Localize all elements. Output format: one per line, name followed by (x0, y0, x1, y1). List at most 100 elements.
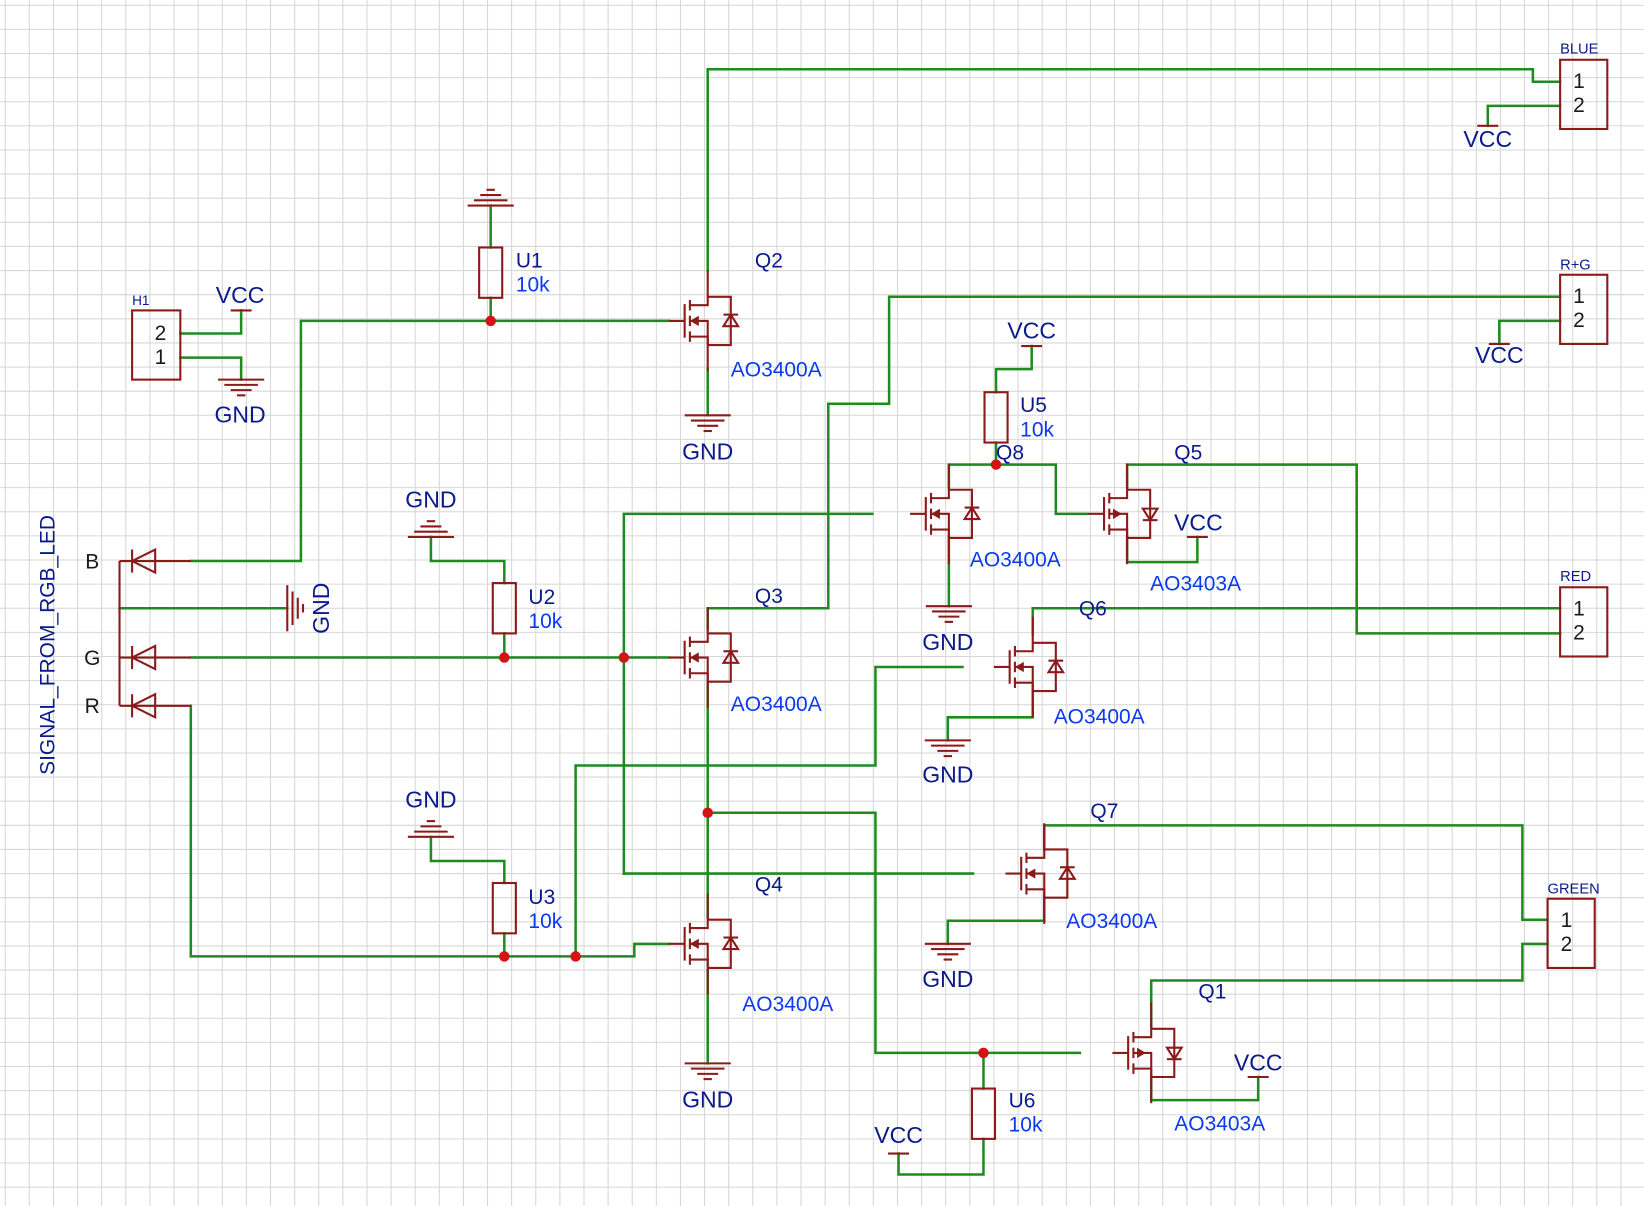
resistor-u2-value: 10k (528, 610, 562, 633)
wire-q2-blue (706, 67, 1562, 272)
arrow-icon (1137, 1047, 1146, 1058)
gnd-symbol: GND (405, 786, 457, 838)
wire-h1-vcc (179, 309, 243, 335)
mosfet-lead (1151, 1027, 1176, 1079)
junctions (485, 315, 1002, 1059)
resistor-u1: U1 10k (478, 246, 550, 299)
q2-ref: Q2 (755, 249, 783, 272)
gnd-symbol (467, 188, 514, 207)
diode-icon (1058, 865, 1077, 880)
diode-icon (1165, 1046, 1184, 1062)
q8-part: AO3400A (970, 548, 1061, 571)
gnd-symbol: GND (405, 487, 457, 538)
gnd-label: GND (308, 583, 334, 634)
mosfet-lead (707, 632, 732, 683)
mosfet-lead (689, 270, 709, 307)
gnd-label: GND (922, 629, 973, 655)
arrow-icon (689, 652, 699, 663)
q6-ref: Q6 (1079, 598, 1107, 621)
connector-h1: H1 2 1 (131, 293, 182, 381)
arrow-icon (1026, 868, 1036, 879)
mosfet-lead (1109, 463, 1129, 500)
mosfet-lead (1032, 641, 1057, 693)
mosfet-q1 (1112, 1002, 1184, 1104)
mosfet-lead (1014, 616, 1034, 653)
wire-q7-gnd (946, 895, 1046, 946)
mosfet-q8 (910, 463, 982, 565)
wire-q7-green (1043, 824, 1549, 921)
mosfet-lead (1026, 823, 1046, 859)
wire-r-to-q6 (574, 665, 964, 958)
vcc-label: VCC (874, 1122, 923, 1148)
connector-rg-pin-1: 1 (1573, 285, 1585, 308)
resistor-u1-ref: U1 (516, 249, 543, 272)
gnd-symbol: GND (214, 378, 266, 428)
connector-green-ref: GREEN (1548, 881, 1600, 897)
resistor-u3-ref: U3 (528, 886, 555, 909)
resistor-u6-ref: U6 (1009, 1089, 1036, 1112)
mosfet-lead (1026, 888, 1046, 898)
connector-h1-pin-1: 1 (155, 346, 167, 369)
wire-q6-red (1031, 606, 1562, 636)
connector-signal-pin-r: R (85, 695, 100, 718)
resistor-u3-value: 10k (528, 910, 562, 933)
junction-dot (702, 807, 713, 818)
gnd-label: GND (405, 786, 456, 812)
q2-part: AO3400A (731, 358, 822, 381)
q5-part: AO3403A (1150, 572, 1241, 595)
connector-blue: BLUE 1 2 (1559, 41, 1609, 131)
arrow-icon (689, 315, 699, 326)
connector-red-pin-1: 1 (1573, 598, 1585, 621)
mosfet-lead (1133, 1067, 1153, 1078)
mosfet-q6 (993, 616, 1066, 718)
connector-h1-pin-2: 2 (155, 322, 167, 345)
q4-ref: Q4 (755, 873, 783, 896)
connector-rg-pin-2: 2 (1573, 309, 1585, 332)
mosfet-q5 (1088, 463, 1160, 565)
resistor-u3: U3 10k (491, 881, 563, 935)
diode-icon (721, 312, 741, 328)
arrow-icon (931, 508, 940, 519)
diode-icon (1046, 658, 1066, 674)
connector-green-pin-1: 1 (1561, 909, 1573, 932)
mosfet-q3 (668, 607, 741, 708)
gnd-symbol: GND (682, 1062, 733, 1112)
junction-dot (570, 951, 581, 962)
gnd-label: GND (922, 761, 973, 787)
connector-red-body (1559, 586, 1609, 658)
wire-q3-to-q1 (706, 811, 1082, 1055)
resistor-u2-ref: U2 (528, 586, 555, 609)
wire-h1-gnd (179, 356, 243, 381)
vcc-symbol: VCC (1174, 510, 1223, 538)
vcc-label: VCC (1007, 318, 1056, 344)
vcc-symbol: VCC (874, 1122, 923, 1155)
gnd-label: GND (682, 1086, 733, 1112)
wire-u2-top (429, 535, 506, 585)
q3-part: AO3400A (731, 693, 822, 716)
junction-dot (499, 951, 510, 962)
arrow-icon (1014, 661, 1024, 673)
mosfet-lead (1044, 848, 1069, 899)
q7-part: AO3400A (1066, 910, 1157, 933)
wire-rg-vcc (1498, 319, 1562, 346)
gnd-symbol: GND (682, 414, 733, 464)
vcc-label: VCC (1475, 342, 1524, 368)
wire-q1-green (1149, 942, 1549, 1029)
junction-dot (978, 1047, 989, 1059)
resistor-u5-ref: U5 (1020, 394, 1047, 417)
mosfet-q2 (668, 270, 741, 372)
q8-ref: Q8 (996, 441, 1024, 464)
power-symbols: VCC VCC VCC VCC VCC VCC VCC GND GND GND … (214, 124, 1524, 1155)
vcc-symbol: VCC (1007, 318, 1056, 348)
connector-signal-title: SIGNAL_FROM_RGB_LED (37, 515, 60, 775)
junction-dot (485, 315, 496, 327)
connector-signal-pin-b: B (85, 550, 99, 573)
connector-green: GREEN 1 2 (1546, 881, 1600, 969)
connector-green-pin-2: 2 (1561, 933, 1573, 956)
connector-blue-body (1559, 58, 1609, 131)
junction-dot (990, 459, 1002, 470)
resistor-u5: U5 10k (983, 391, 1054, 444)
resistor-u1-value: 10k (516, 274, 550, 297)
q6-part: AO3400A (1054, 706, 1145, 729)
